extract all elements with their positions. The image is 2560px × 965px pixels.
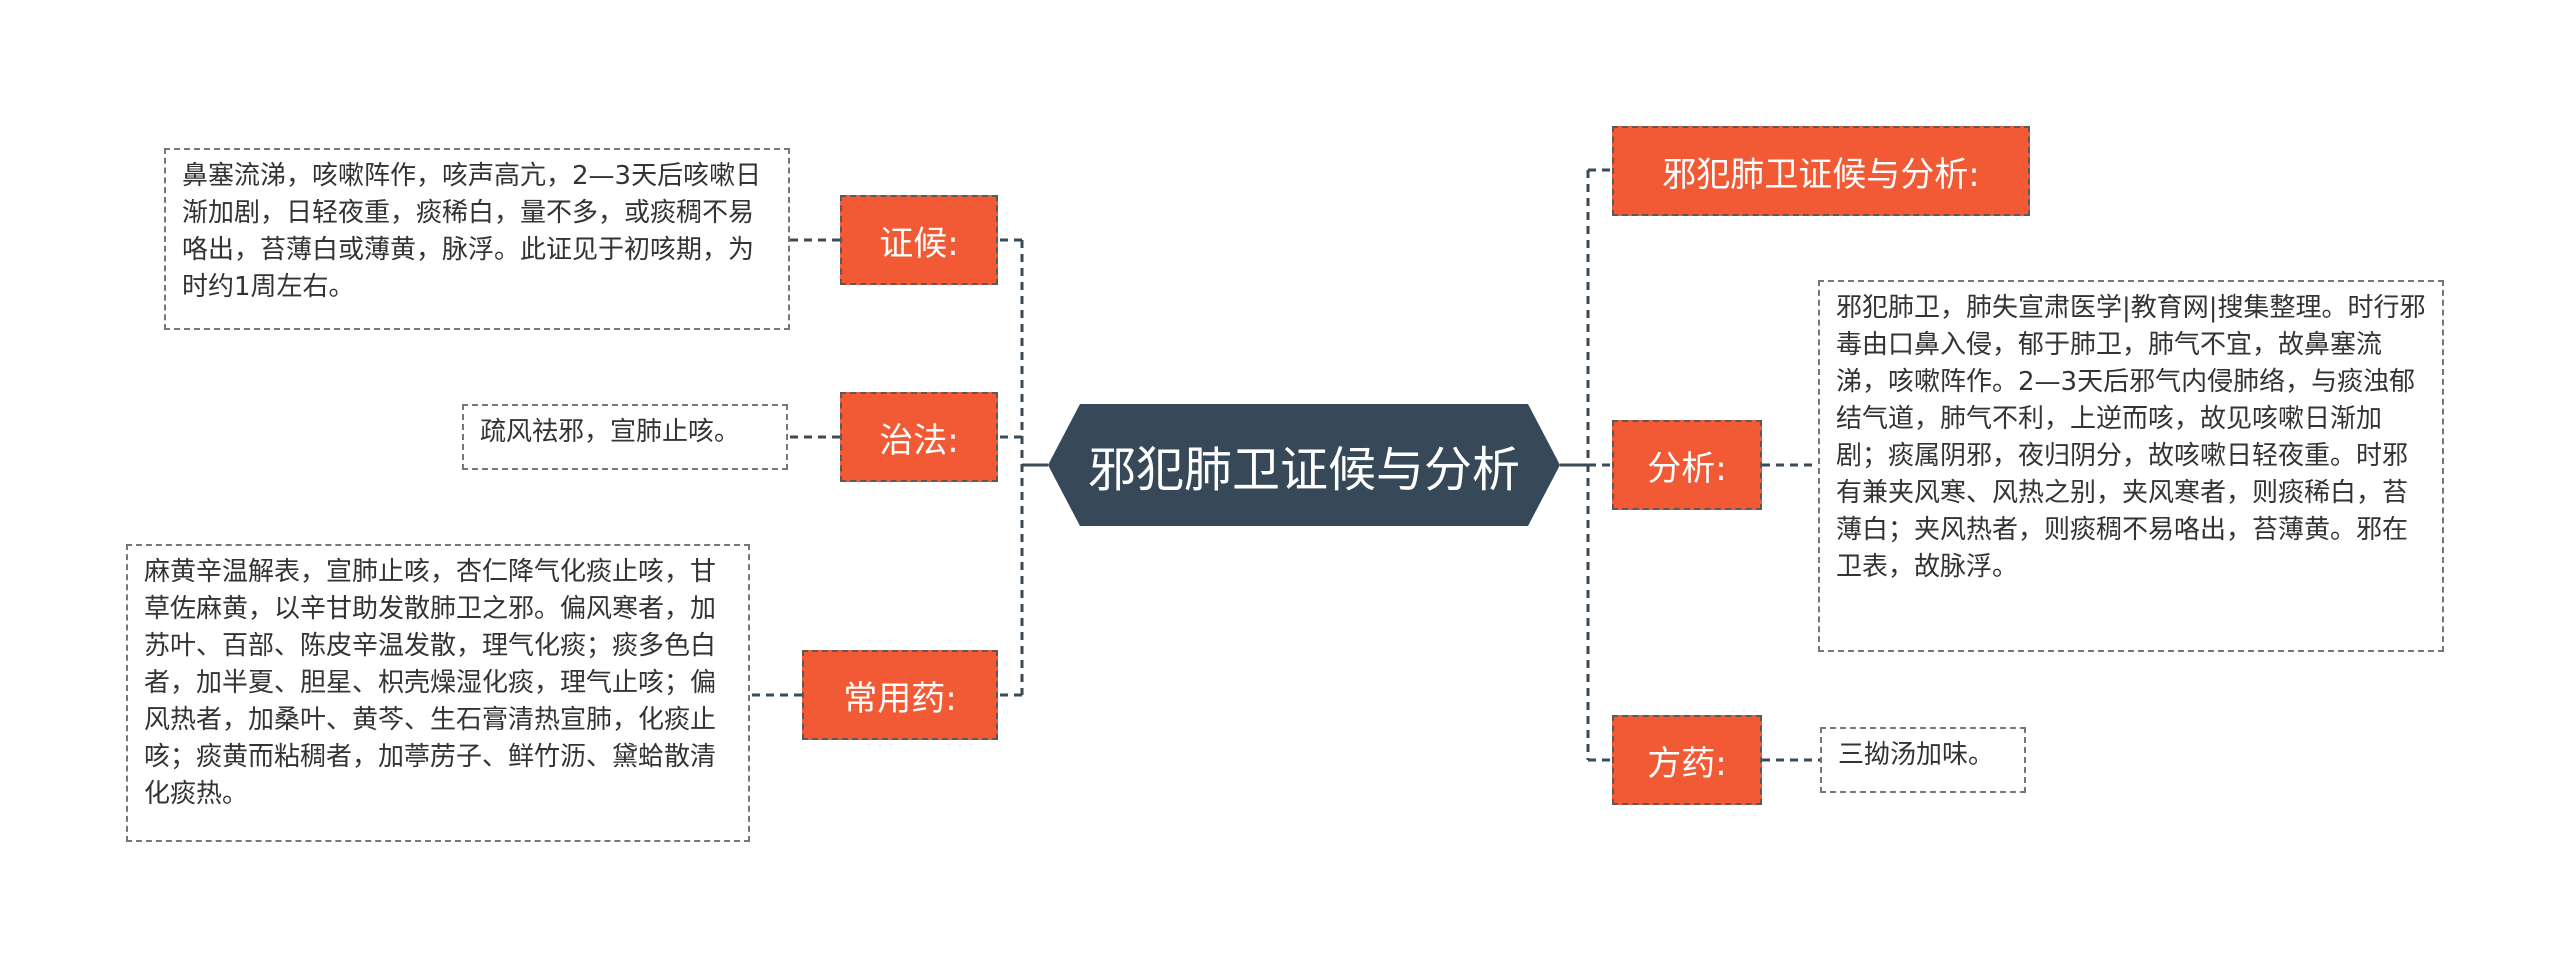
branch-zhenghou-label: 证候: [879, 223, 959, 264]
leaf-changyongyao-text: 麻黄辛温解表，宣肺止咳，杏仁降气化痰止咳，甘草佐麻黄，以辛甘助发散肺卫之邪。偏风… [144, 557, 717, 809]
branch-right-title[interactable]: 邪犯肺卫证候与分析: [1612, 126, 2030, 216]
branch-zhenghou[interactable]: 证候: [840, 195, 998, 285]
leaf-zhenghou-text: 鼻塞流涕，咳嗽阵作，咳声高亢，2—3天后咳嗽日渐加剧，日轻夜重，痰稀白，量不多，… [182, 161, 762, 302]
branch-fenxi[interactable]: 分析: [1612, 420, 1762, 510]
branch-fangyao[interactable]: 方药: [1612, 715, 1762, 805]
leaf-zhifa[interactable]: 疏风祛邪，宣肺止咳。 [462, 404, 788, 470]
leaf-fangyao[interactable]: 三拗汤加味。 [1820, 727, 2026, 793]
branch-fenxi-label: 分析: [1647, 448, 1727, 489]
branch-zhifa[interactable]: 治法: [840, 392, 998, 482]
center-topic-node[interactable]: 邪犯肺卫证候与分析 [1048, 404, 1560, 526]
branch-fangyao-label: 方药: [1647, 743, 1727, 784]
leaf-changyongyao[interactable]: 麻黄辛温解表，宣肺止咳，杏仁降气化痰止咳，甘草佐麻黄，以辛甘助发散肺卫之邪。偏风… [126, 544, 750, 842]
branch-zhifa-label: 治法: [879, 420, 959, 461]
branch-changyongyao[interactable]: 常用药: [802, 650, 998, 740]
center-topic-label: 邪犯肺卫证候与分析 [1087, 442, 1520, 498]
branch-changyongyao-label: 常用药: [843, 678, 957, 719]
branch-right-title-label: 邪犯肺卫证候与分析: [1662, 154, 1980, 195]
leaf-fangyao-text: 三拗汤加味。 [1838, 740, 1995, 770]
leaf-zhifa-text: 疏风祛邪，宣肺止咳。 [480, 417, 741, 447]
leaf-fenxi[interactable]: 邪犯肺卫，肺失宣肃医学|教育网|搜集整理。时行邪毒由口鼻入侵，郁于肺卫，肺气不宜… [1818, 280, 2444, 652]
leaf-fenxi-text: 邪犯肺卫，肺失宣肃医学|教育网|搜集整理。时行邪毒由口鼻入侵，郁于肺卫，肺气不宜… [1836, 293, 2426, 582]
leaf-zhenghou[interactable]: 鼻塞流涕，咳嗽阵作，咳声高亢，2—3天后咳嗽日渐加剧，日轻夜重，痰稀白，量不多，… [164, 148, 790, 330]
